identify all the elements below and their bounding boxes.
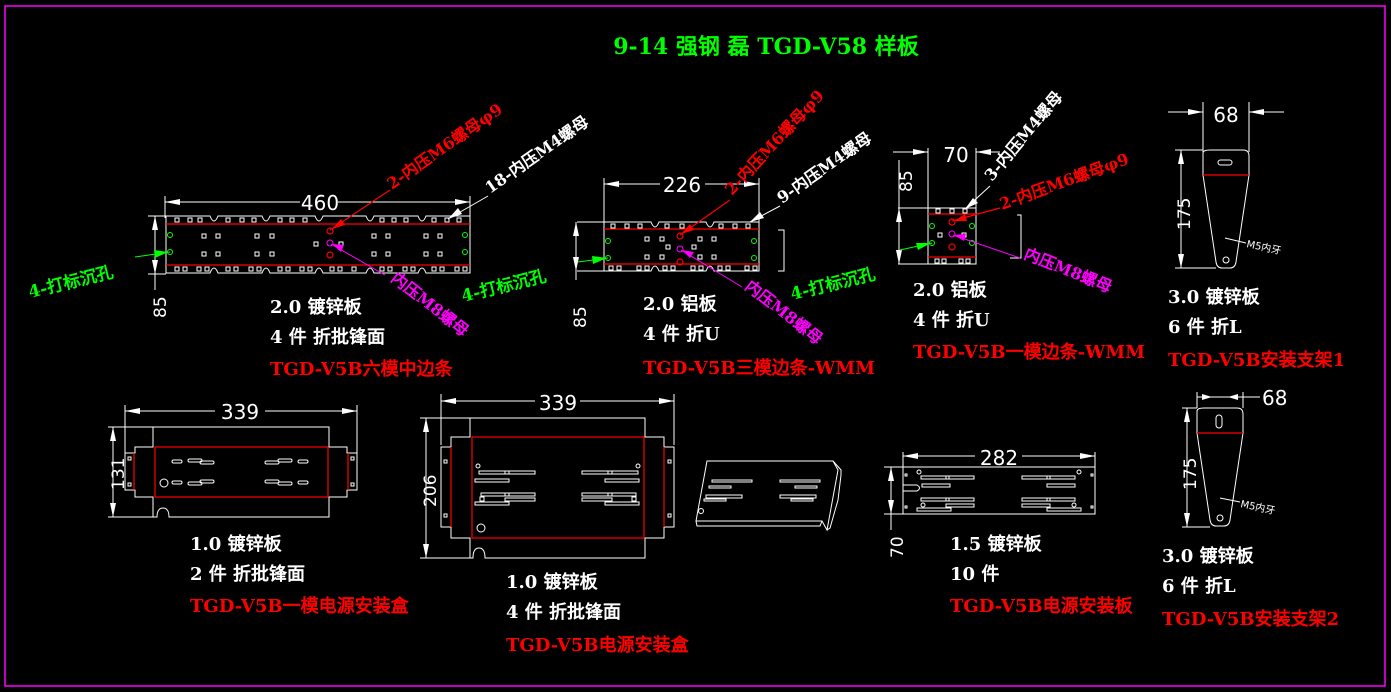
part-power-box: 339 206 1.0 镀锌板	[420, 391, 842, 656]
mark-hole-callout: 4-打标沉孔	[788, 263, 877, 304]
m4-callout: 18-内压M4螺母	[481, 112, 592, 197]
mark-hole-callout: 4-打标沉孔	[459, 265, 548, 306]
thread-note: M5内牙	[1239, 497, 1276, 517]
height-dimension: 85	[151, 296, 171, 318]
m6-callout: 2-内压M6螺母φ9	[997, 149, 1132, 213]
material-label: 2.0 铝板	[913, 279, 988, 301]
qty-process-label: 4 件 折批锋面	[270, 326, 385, 348]
width-dimension: 339	[539, 391, 577, 415]
strip-outline	[165, 215, 471, 274]
bracket-outline	[1196, 407, 1244, 527]
material-label: 1.0 镀锌板	[506, 571, 599, 593]
bracket-outline	[1202, 149, 1250, 269]
part-mounting-bracket-2: 68 175 M5内牙 3.0 镀锌板 6 件 折L TGD-V5B安装支架2	[1162, 386, 1339, 630]
height-dimension: 175	[1181, 458, 1201, 490]
bend-outline	[154, 446, 329, 498]
height-dimension: 175	[1175, 198, 1195, 230]
width-dimension: 460	[301, 191, 339, 215]
box-outline	[124, 426, 358, 518]
plate-outline	[902, 466, 1096, 515]
mark-hole-callout: 4-打标沉孔	[26, 261, 115, 302]
material-label: 3.0 镀锌板	[1162, 545, 1255, 567]
part-name: TGD-V5B一模边条-WMM	[913, 341, 1145, 363]
part-three-module-edge-strip: 226 85 2-内压M6螺母φ9 9-内压M4螺母	[459, 86, 875, 379]
material-label: 3.0 镀锌板	[1168, 286, 1261, 308]
part-name: TGD-V5B三模边条-WMM	[643, 357, 875, 379]
qty-process-label: 10 件	[950, 563, 999, 585]
width-dimension: 339	[221, 400, 259, 424]
qty-process-label: 4 件 折U	[643, 323, 720, 345]
bend-outline	[471, 436, 645, 539]
qty-process-label: 2 件 折批锋面	[190, 563, 305, 585]
qty-process-label: 4 件 折批锋面	[506, 601, 621, 623]
height-dimension: 85	[897, 170, 917, 192]
part-mounting-bracket-1: 68 175 M5内牙 3.0 镀锌板 6 件 折L TGD-V5B安装支架1	[1168, 102, 1345, 371]
height-dimension: 85	[571, 306, 591, 328]
u-profile-side-view	[1010, 214, 1022, 259]
m8-callout: 内压M8螺母	[1022, 244, 1115, 296]
drawing-frame	[4, 5, 1386, 687]
m4-callout: 3-内压M4螺母	[981, 88, 1067, 185]
thread-note: M5内牙	[1245, 237, 1282, 257]
qty-process-label: 6 件 折L	[1168, 316, 1242, 338]
material-label: 2.0 铝板	[643, 293, 718, 315]
part-name: TGD-V5B安装支架2	[1162, 608, 1339, 630]
material-label: 1.0 镀锌板	[190, 533, 283, 555]
part-name: TGD-V5B电源安装盒	[506, 634, 690, 656]
part-one-module-edge-strip: 70 85 2-内压M6螺母φ9 3-内压M4螺母 4-打标沉孔 内压M8螺母	[788, 88, 1145, 363]
part-six-module-middle-edge-strip: 460	[26, 100, 592, 380]
qty-process-label: 4 件 折U	[913, 309, 990, 331]
part-name: TGD-V5B安装支架1	[1168, 349, 1345, 371]
height-dimension: 206	[421, 475, 441, 507]
width-dimension: 70	[943, 143, 968, 167]
u-profile-side-view	[778, 229, 785, 272]
m8-callout: 内压M8螺母	[388, 268, 473, 340]
strip-outline	[603, 221, 760, 272]
drawing-title: 9-14 强钢 磊 TGD-V58 样板	[613, 34, 920, 60]
qty-process-label: 6 件 折L	[1162, 575, 1236, 597]
material-label: 1.5 镀锌板	[950, 533, 1043, 555]
width-dimension: 226	[663, 173, 701, 197]
part-one-module-power-box: 339 131 1.0 镀锌板 2 件 折批锋面 TGD-V5B一模电源安装盒	[108, 400, 410, 617]
width-dimension: 68	[1262, 386, 1287, 410]
width-dimension: 282	[980, 446, 1018, 470]
height-dimension: 70	[888, 536, 908, 558]
part-name: TGD-V5B电源安装板	[950, 595, 1134, 617]
material-label: 2.0 镀锌板	[270, 296, 363, 318]
part-name: TGD-V5B一模电源安装盒	[190, 595, 410, 617]
part-name: TGD-V5B六模中边条	[270, 358, 454, 380]
isometric-view	[695, 460, 842, 532]
box-outline	[440, 417, 675, 559]
width-dimension: 68	[1213, 103, 1238, 127]
height-dimension: 131	[109, 458, 129, 490]
part-power-mounting-plate: 282 70 1.5 镀锌板 10 件 TGD-V5B电源安装板	[884, 446, 1134, 617]
strip-outline	[927, 207, 977, 265]
